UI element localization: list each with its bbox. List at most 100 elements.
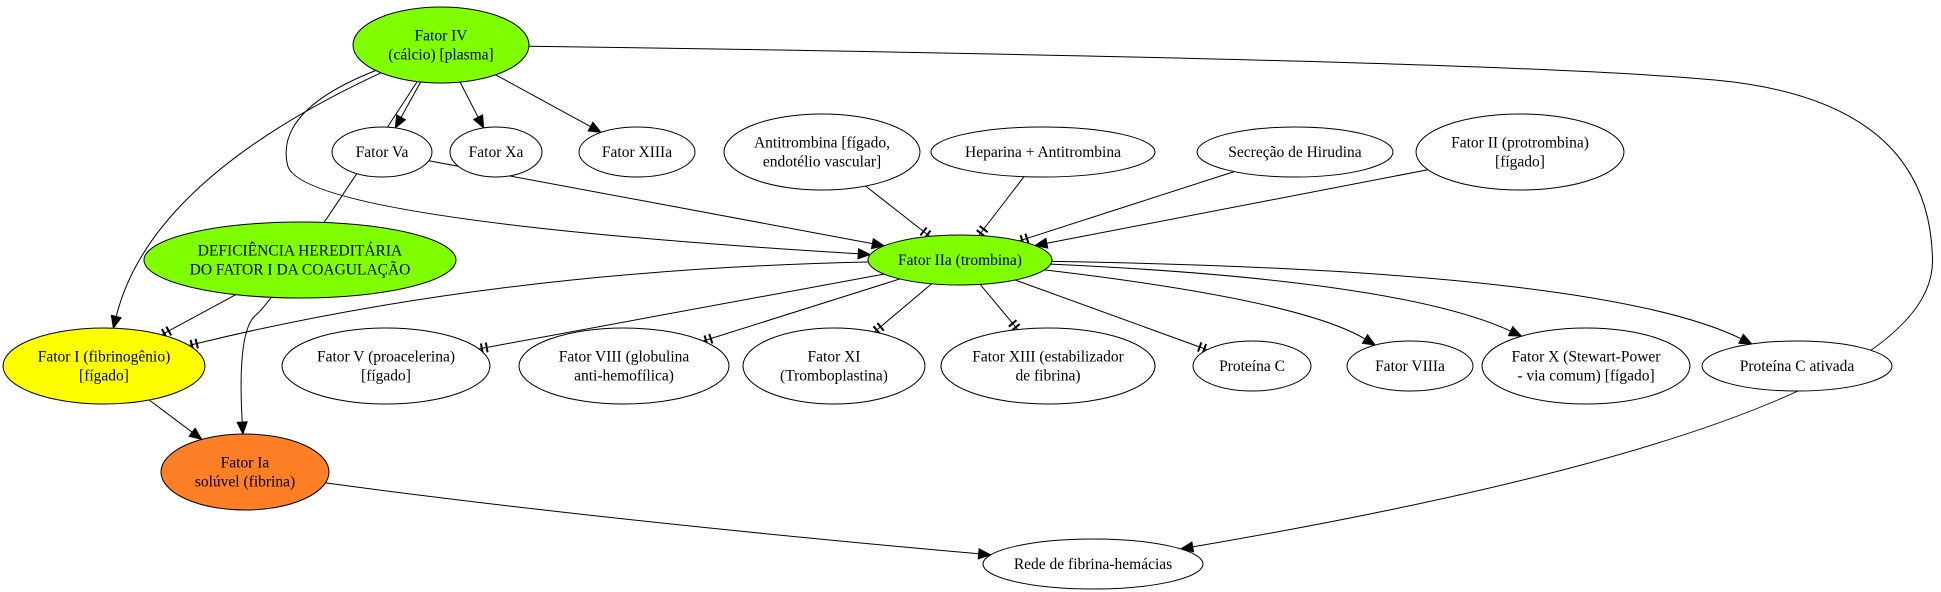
node-fator-xiii: Fator XIII (estabilizador de fibrina) xyxy=(940,327,1156,405)
node-ellipse xyxy=(331,126,433,178)
edge-hirudina-to-fator_iia xyxy=(1019,171,1235,246)
tee-bar xyxy=(1024,233,1030,244)
edge-fator_iv-to-rede xyxy=(528,45,1934,553)
tee-bar xyxy=(194,338,199,349)
edge-line xyxy=(459,81,479,118)
tee-bar xyxy=(708,333,714,344)
node-fator-x: Fator X (Stewart-Power - via comum) [fíga… xyxy=(1481,327,1691,405)
edge-line-end xyxy=(1019,236,1031,242)
edge-antitrombina-to-fator_iia xyxy=(865,185,932,240)
edge-fator_iv-to-fator_ia xyxy=(236,81,418,436)
edge-line xyxy=(1051,260,1742,340)
node-heparina: Heparina + Antitrombina xyxy=(930,126,1156,178)
node-label: Fator XI xyxy=(808,349,861,366)
tee-bar xyxy=(876,322,885,332)
node-label: endotélio vascular] xyxy=(763,154,881,171)
node-ellipse xyxy=(281,327,491,405)
node-label: Rede de fibrina-hemácias xyxy=(1014,556,1172,573)
edge-line xyxy=(528,45,1934,548)
tee-bar xyxy=(1011,323,1021,332)
node-ellipse xyxy=(160,433,330,511)
edge-fator_i-to-fator_ia xyxy=(148,399,203,441)
arrowhead xyxy=(977,548,992,560)
edge-fator_iv-to-fator_iia xyxy=(285,70,872,260)
edge-fator_iia-to-fator_xi xyxy=(872,283,933,335)
node-label: Antitrombina [fígado, xyxy=(754,135,890,152)
node-label: Fator X (Stewart-Power xyxy=(1512,349,1662,366)
node-fator-v: Fator V (proacelerina) [fígado] xyxy=(281,327,491,405)
arrowhead xyxy=(1507,325,1523,337)
edge-line xyxy=(115,72,382,317)
arrowhead xyxy=(1361,333,1377,346)
node-ellipse xyxy=(518,327,730,405)
node-label: Fator II (protrombina) xyxy=(1451,135,1589,152)
edge-fator_iia-to-fator_x xyxy=(1050,263,1523,337)
node-label: de fibrina) xyxy=(1016,368,1081,385)
edge-line xyxy=(200,261,869,344)
node-label: Fator Va xyxy=(356,144,409,161)
edge-line xyxy=(865,185,921,230)
node-ellipse xyxy=(1196,126,1394,178)
edges-layer xyxy=(110,45,1934,560)
node-ellipse xyxy=(1415,113,1625,191)
node-fator-ii: Fator II (protrombina) [fígado] xyxy=(1415,113,1625,191)
node-proteina-c-ativada: Proteína C ativada xyxy=(1701,340,1893,392)
node-ellipse xyxy=(930,126,1156,178)
node-label: (Tromboplastina) xyxy=(780,368,888,385)
node-label: Fator IIa (trombina) xyxy=(898,252,1022,269)
node-label: (cálcio) [plasma] xyxy=(388,47,493,64)
edge-fator_ia-to-rede xyxy=(325,482,992,560)
edge-line xyxy=(714,278,901,338)
edge-fator_iia-to-fator_viiia xyxy=(1044,269,1377,346)
node-label: [fígado] xyxy=(1495,154,1545,171)
node-ellipse xyxy=(2,327,206,405)
arrowhead xyxy=(1033,237,1049,249)
node-label: Fator V (proacelerina) xyxy=(317,349,455,366)
arrowhead xyxy=(1738,333,1754,345)
node-ellipse xyxy=(742,327,926,405)
edge-line-end xyxy=(702,336,715,342)
node-label: Proteína C xyxy=(1219,358,1285,375)
tee-bar xyxy=(1197,341,1203,353)
edge-line xyxy=(985,176,1025,227)
node-ellipse xyxy=(940,327,1156,405)
node-label: Fator Xa xyxy=(469,144,524,161)
node-fator-iia: Fator IIa (trombina) xyxy=(867,234,1053,286)
tee-bar xyxy=(484,342,489,353)
node-fator-iv: Fator IV (cálcio) [plasma] xyxy=(352,6,530,84)
node-label: Fator XIII (estabilizador xyxy=(972,349,1124,366)
node-ellipse xyxy=(982,538,1204,590)
edge-line xyxy=(490,273,884,348)
arrowhead xyxy=(587,121,603,134)
node-label: Secreção de Hirudina xyxy=(1228,144,1362,161)
arrowhead xyxy=(870,237,886,250)
node-ellipse xyxy=(867,234,1053,286)
node-ellipse xyxy=(1701,340,1893,392)
node-ellipse xyxy=(1481,327,1691,405)
edge-fator_iv-to-fator_va xyxy=(394,81,422,130)
node-ellipse xyxy=(578,126,696,178)
edge-line-end xyxy=(478,346,491,350)
node-label: - via comum) [fígado] xyxy=(1517,368,1654,385)
edge-deficiencia-to-fator_i xyxy=(161,294,237,339)
node-ellipse xyxy=(352,6,530,84)
node-label: [fígado] xyxy=(79,368,129,385)
node-fator-va: Fator Va xyxy=(331,126,433,178)
node-label: Heparina + Antitrombina xyxy=(965,144,1121,161)
node-ellipse xyxy=(449,126,543,178)
node-fator-xiiia: Fator XIIIa xyxy=(578,126,696,178)
edge-line xyxy=(240,81,418,423)
node-label: [fígado] xyxy=(361,368,411,385)
edge-line xyxy=(148,399,193,433)
node-label: Fator I (fibrinogênio) xyxy=(38,349,171,366)
node-label: Fator IV xyxy=(415,28,469,45)
edge-line xyxy=(285,70,859,255)
edge-line xyxy=(1046,169,1429,244)
arrowhead xyxy=(472,114,485,130)
edge-fator_iia-to-fator_xiii xyxy=(979,284,1021,332)
tee-bar xyxy=(979,225,989,233)
node-label: Fator VIIIa xyxy=(1375,358,1445,375)
